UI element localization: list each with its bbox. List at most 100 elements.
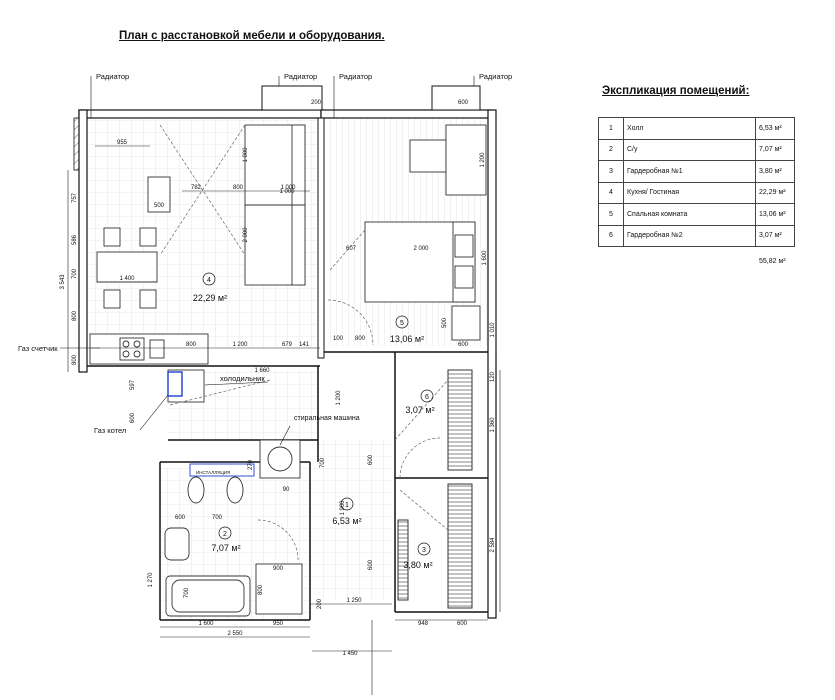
dim-120: 120: [490, 371, 496, 382]
room-2-num: 2: [223, 531, 227, 538]
room-area: 3,07 м²: [755, 224, 795, 247]
dim-600c: 600: [368, 454, 374, 465]
dim-1250: 1 250: [346, 598, 362, 604]
partition-kitchen-bedroom: [317, 117, 325, 359]
room-6-area: 3,07 м²: [405, 405, 434, 415]
shower-tray: [255, 563, 303, 615]
dimension-lines: [67, 118, 501, 695]
chair-1: [103, 227, 121, 247]
pillow-1: [454, 234, 474, 258]
room-3-circle: [417, 542, 431, 556]
dim-800a: 800: [233, 185, 244, 191]
dim-1600b: 1 600: [198, 621, 214, 627]
room-6-circle: [420, 389, 434, 403]
dim-500r: 500: [442, 317, 448, 328]
room-number: 2: [598, 138, 624, 161]
bedroom-furniture: [364, 124, 487, 341]
dim-1450: 1 450: [342, 651, 358, 657]
wardrobe-3-shelves-left: [397, 519, 409, 601]
dim-1360: 1 360: [490, 417, 496, 433]
dining-table: [96, 251, 158, 283]
room-4-area: 22,29 м²: [193, 293, 227, 303]
dim-1000h: 1 000: [279, 189, 295, 195]
gas-boiler-label: Газ котел: [94, 426, 126, 435]
explication-row: 1 Холл 6,53 м²: [598, 117, 795, 140]
room-5-area: 13,06 м²: [390, 334, 424, 344]
door-diag-3: [329, 229, 366, 271]
room-area: 13,06 м²: [755, 203, 795, 226]
chair-3: [103, 289, 121, 309]
explication-row: 5 Спальная комната 13,06 м²: [598, 203, 795, 226]
outer-wall-right: [487, 109, 497, 619]
callout-fridge: [204, 381, 269, 386]
callout-lines: [60, 76, 475, 446]
door-diag-4: [394, 379, 449, 441]
room-2-area: 7,07 м²: [211, 543, 240, 553]
dim-600g: 600: [457, 621, 468, 627]
dim-800c: 800: [186, 342, 197, 348]
dim-1900: 1 900: [340, 500, 346, 516]
dim-left-800b: 800: [72, 354, 78, 365]
room-name: С/у: [623, 138, 756, 161]
chair-2: [139, 227, 157, 247]
dim-left-757: 757: [72, 192, 78, 203]
dim-left-700: 700: [72, 268, 78, 279]
dim-1200h: 1 200: [232, 342, 248, 348]
room-6-num: 6: [425, 394, 429, 401]
dim-782: 782: [191, 185, 202, 191]
explication-table: 1 Холл 6,53 м² 2 С/у 7,07 м² 3 Гардеробн…: [598, 117, 795, 247]
bed-headboard: [452, 221, 476, 303]
door-diag-2: [159, 124, 246, 256]
room-number: 4: [598, 181, 624, 204]
room-1-area: 6,53 м²: [332, 516, 361, 526]
radiator-label-3: Радиатор: [339, 72, 372, 81]
explication-row: 2 С/у 7,07 м²: [598, 138, 795, 161]
dim-700w: 700: [212, 515, 223, 521]
room-1-circle: [340, 497, 354, 511]
dim-2584: 2 584: [490, 537, 496, 553]
room-3-num: 3: [422, 547, 426, 554]
toilet-2: [226, 476, 244, 504]
room-name: Гардеробная №1: [623, 160, 756, 183]
hall-floor: [312, 440, 392, 600]
door-swing-1: [257, 519, 299, 561]
window-block-left: [261, 85, 323, 111]
dim-1660: 1 660: [254, 368, 270, 374]
callout-gas-boiler: [139, 394, 169, 431]
explication-row: 6 Гардеробная №2 3,07 м²: [598, 224, 795, 247]
dim-1010: 1 010: [490, 322, 496, 338]
wardrobe-6-shelves: [447, 369, 473, 471]
room-area: 6,53 м²: [755, 117, 795, 140]
washbasin: [164, 527, 190, 561]
washer-label-line: стиральная машина: [294, 415, 360, 422]
dim-1000: 1 000: [280, 185, 296, 191]
dim-left-597: 597: [130, 379, 136, 390]
radiator-label-4: Радиатор: [479, 72, 512, 81]
chair-4: [139, 289, 157, 309]
kitchen-counter: [89, 333, 209, 365]
room-number: 6: [598, 224, 624, 247]
room-number: 5: [598, 203, 624, 226]
dim-1200c: 1 200: [336, 390, 342, 406]
wardrobe-3-shelves: [447, 483, 473, 609]
radiator-label-1: Радиатор: [96, 72, 129, 81]
room-number: 3: [598, 160, 624, 183]
washing-machine-drum: [267, 446, 293, 472]
room-5-num: 5: [400, 320, 404, 327]
door-diag-5: [399, 489, 449, 531]
burner-3: [122, 350, 130, 358]
dim-600e: 600: [368, 559, 374, 570]
coffee-table: [147, 176, 171, 213]
fridge-label: холодильник: [220, 374, 265, 383]
room-1-num: 1: [345, 502, 349, 509]
room-name: Кухня/ Гостиная: [623, 181, 756, 204]
room-name: Холл: [623, 117, 756, 140]
bathtub-inner: [171, 579, 245, 613]
explication-total: 55,82 м²: [759, 258, 786, 265]
explication-row: 3 Гардеробная №1 3,80 м²: [598, 160, 795, 183]
dim-600r: 600: [458, 342, 469, 348]
kitchen-furniture: [89, 124, 306, 403]
dim-90: 90: [283, 487, 290, 493]
nightstand: [451, 305, 481, 341]
